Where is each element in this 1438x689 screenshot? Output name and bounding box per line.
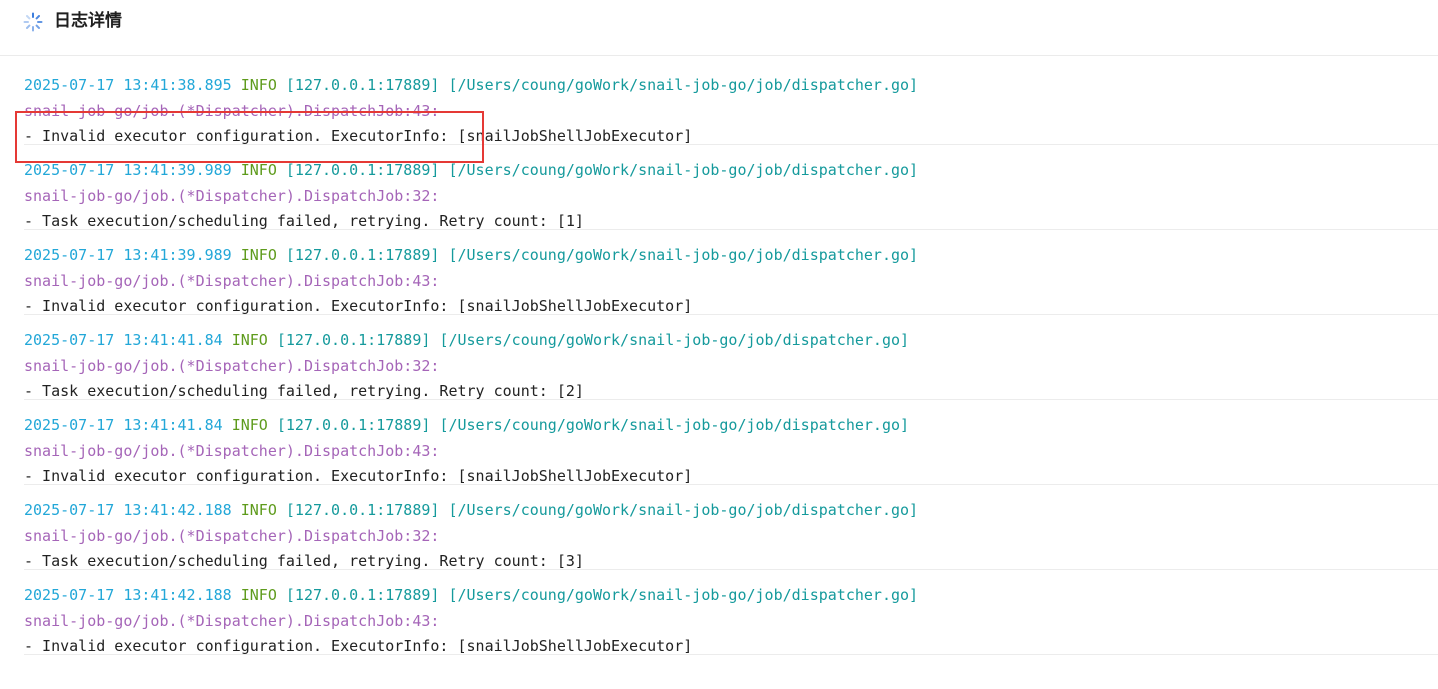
log-function: snail-job-go/job.(*Dispatcher).DispatchJ… (24, 357, 440, 375)
log-function: snail-job-go/job.(*Dispatcher).DispatchJ… (24, 272, 440, 290)
log-timestamp: 2025-07-17 13:41:42.188 (24, 586, 232, 604)
log-file-path: [/Users/coung/goWork/snail-job-go/job/di… (448, 501, 919, 519)
log-message: - Invalid executor configuration. Execut… (24, 297, 693, 315)
log-file-path: [/Users/coung/goWork/snail-job-go/job/di… (448, 586, 919, 604)
log-level: INFO (231, 331, 268, 349)
log-function: snail-job-go/job.(*Dispatcher).DispatchJ… (24, 187, 440, 205)
log-header-line: 2025-07-17 13:41:42.188 INFO [127.0.0.1:… (24, 584, 918, 606)
log-timestamp: 2025-07-17 13:41:39.989 (24, 246, 232, 264)
log-level: INFO (240, 501, 277, 519)
log-entry: 2025-07-17 13:41:39.989 INFO [127.0.0.1:… (24, 145, 1438, 230)
log-level: INFO (240, 76, 277, 94)
log-file-path: [/Users/coung/goWork/snail-job-go/job/di… (448, 76, 919, 94)
log-entry: 2025-07-17 13:41:39.989 INFO [127.0.0.1:… (24, 230, 1438, 315)
log-header-line: 2025-07-17 13:41:41.84 INFO [127.0.0.1:1… (24, 329, 909, 351)
log-file-path: [/Users/coung/goWork/snail-job-go/job/di… (448, 246, 919, 264)
log-message: - Task execution/scheduling failed, retr… (24, 552, 584, 570)
log-address: [127.0.0.1:17889] (285, 246, 440, 264)
log-entry: 2025-07-17 13:41:41.84 INFO [127.0.0.1:1… (24, 400, 1438, 485)
log-address: [127.0.0.1:17889] (285, 76, 440, 94)
log-function: snail-job-go/job.(*Dispatcher).DispatchJ… (24, 102, 440, 120)
log-file-path: [/Users/coung/goWork/snail-job-go/job/di… (439, 416, 910, 434)
log-address: [127.0.0.1:17889] (285, 586, 440, 604)
log-header-line: 2025-07-17 13:41:42.188 INFO [127.0.0.1:… (24, 499, 918, 521)
loading-spinner-icon (23, 12, 43, 32)
page-title: 日志详情 (54, 11, 122, 31)
log-function: snail-job-go/job.(*Dispatcher).DispatchJ… (24, 612, 440, 630)
log-address: [127.0.0.1:17889] (285, 161, 440, 179)
log-level: INFO (240, 586, 277, 604)
log-entry: 2025-07-17 13:41:41.84 INFO [127.0.0.1:1… (24, 315, 1438, 400)
log-level: INFO (240, 246, 277, 264)
log-address: [127.0.0.1:17889] (285, 501, 440, 519)
log-level: INFO (240, 161, 277, 179)
log-message: - Task execution/scheduling failed, retr… (24, 382, 584, 400)
log-message: - Invalid executor configuration. Execut… (24, 127, 693, 145)
log-file-path: [/Users/coung/goWork/snail-job-go/job/di… (448, 161, 919, 179)
log-header-line: 2025-07-17 13:41:39.989 INFO [127.0.0.1:… (24, 159, 918, 181)
log-header-line: 2025-07-17 13:41:38.895 INFO [127.0.0.1:… (24, 74, 918, 96)
log-level: INFO (231, 416, 268, 434)
log-entry: 2025-07-17 13:41:42.188 INFO [127.0.0.1:… (24, 570, 1438, 655)
log-message: - Invalid executor configuration. Execut… (24, 467, 693, 485)
log-timestamp: 2025-07-17 13:41:41.84 (24, 331, 223, 349)
log-file-path: [/Users/coung/goWork/snail-job-go/job/di… (439, 331, 910, 349)
log-address: [127.0.0.1:17889] (276, 416, 431, 434)
log-timestamp: 2025-07-17 13:41:38.895 (24, 76, 232, 94)
log-header-line: 2025-07-17 13:41:41.84 INFO [127.0.0.1:1… (24, 414, 909, 436)
log-header-line: 2025-07-17 13:41:39.989 INFO [127.0.0.1:… (24, 244, 918, 266)
log-timestamp: 2025-07-17 13:41:41.84 (24, 416, 223, 434)
log-message: - Invalid executor configuration. Execut… (24, 637, 693, 655)
log-message: - Task execution/scheduling failed, retr… (24, 212, 584, 230)
page-header: 日志详情 (0, 0, 1438, 56)
log-address: [127.0.0.1:17889] (276, 331, 431, 349)
log-function: snail-job-go/job.(*Dispatcher).DispatchJ… (24, 527, 440, 545)
log-function: snail-job-go/job.(*Dispatcher).DispatchJ… (24, 442, 440, 460)
log-entry: 2025-07-17 13:41:42.188 INFO [127.0.0.1:… (24, 485, 1438, 570)
log-timestamp: 2025-07-17 13:41:39.989 (24, 161, 232, 179)
log-list: 2025-07-17 13:41:38.895 INFO [127.0.0.1:… (24, 60, 1438, 655)
log-entry: 2025-07-17 13:41:38.895 INFO [127.0.0.1:… (24, 60, 1438, 145)
log-timestamp: 2025-07-17 13:41:42.188 (24, 501, 232, 519)
